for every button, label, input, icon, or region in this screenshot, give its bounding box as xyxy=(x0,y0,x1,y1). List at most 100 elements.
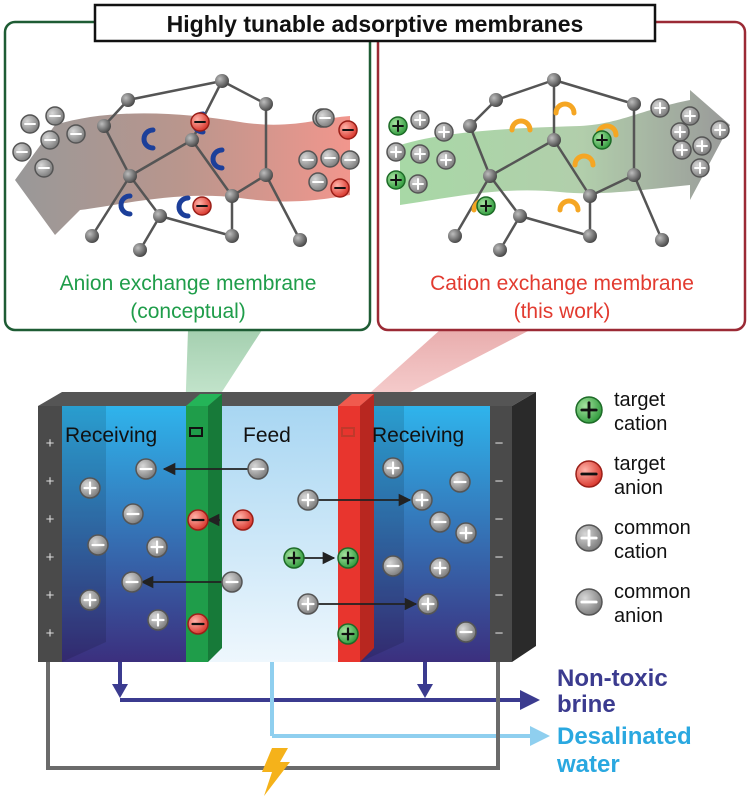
brine-label-line1: Non-toxic xyxy=(557,665,668,692)
panel-ion-right xyxy=(386,170,406,190)
electrode-sign-left: + xyxy=(46,625,55,642)
electrode-sign-right: − xyxy=(495,473,504,490)
panel-ion-left xyxy=(338,120,358,140)
panel-ion-right xyxy=(680,106,700,126)
legend: targetcationtargetanioncommoncationcommo… xyxy=(575,389,691,627)
cell-ion xyxy=(247,458,269,480)
panel-ion-left xyxy=(340,150,360,170)
panel-ion-left xyxy=(315,108,335,128)
cell-ion xyxy=(187,509,209,531)
panel-ion-left xyxy=(190,112,210,132)
anion-exchange-membrane xyxy=(186,406,208,662)
figure-title: Highly tunable adsorptive membranes xyxy=(167,11,584,37)
water-pipe xyxy=(270,662,530,738)
electrode-left xyxy=(38,406,62,662)
panel-ion-left xyxy=(192,196,212,216)
legend-label-1-line1: target xyxy=(614,453,666,475)
legend-label-3-line1: common xyxy=(614,581,691,603)
receiving-label-right: Receiving xyxy=(372,424,464,447)
receiving-label-left: Receiving xyxy=(65,424,157,447)
panel-ion-right xyxy=(650,98,670,118)
electrode-right xyxy=(490,406,512,662)
panel-ion-right xyxy=(386,142,406,162)
water-arrowhead xyxy=(530,726,550,746)
panel-ion-left xyxy=(40,130,60,150)
electrode-sign-left: + xyxy=(46,549,55,566)
legend-swatch-2 xyxy=(575,524,603,552)
cell-ion xyxy=(297,593,319,615)
cell-ion xyxy=(122,503,144,525)
lightning-bolt-icon xyxy=(262,748,290,796)
cell-ion xyxy=(382,555,404,577)
electrode-sign-right: − xyxy=(495,435,504,452)
panel-ion-right xyxy=(434,122,454,142)
panel-ion-right xyxy=(710,120,730,140)
panel-ion-right xyxy=(690,158,710,178)
cell-ion xyxy=(449,471,471,493)
right-transport-arrow xyxy=(400,90,730,205)
cell-ion xyxy=(411,489,433,511)
legend-label-2-line2: cation xyxy=(614,541,667,563)
cation-exchange-membrane xyxy=(338,406,360,662)
title-box xyxy=(93,3,657,43)
legend-label-0-line1: target xyxy=(614,389,666,411)
panel-ion-right xyxy=(692,136,712,156)
panel-ion-left xyxy=(34,158,54,178)
right-panel-label-line2: (this work) xyxy=(514,300,611,323)
electrode-sign-left: + xyxy=(46,435,55,452)
cell-ion xyxy=(337,623,359,645)
cell-ion xyxy=(232,509,254,531)
legend-swatch-0 xyxy=(575,396,603,424)
electrode-sign-left: + xyxy=(46,511,55,528)
panel-ion-right xyxy=(672,140,692,160)
panel-ion-right xyxy=(410,110,430,130)
legend-label-1-line2: anion xyxy=(614,477,663,499)
panel-ion-left xyxy=(308,172,328,192)
cell-ion xyxy=(382,457,404,479)
electrode-sign-left: + xyxy=(46,473,55,490)
electrode-sign-left: + xyxy=(46,587,55,604)
cell-ion xyxy=(429,557,451,579)
cell-ion xyxy=(121,571,143,593)
right-panel-label-line1: Cation exchange membrane xyxy=(430,272,694,295)
cell xyxy=(38,392,536,662)
cell-ion xyxy=(283,547,305,569)
feed-chamber xyxy=(208,406,338,662)
electrode-sign-right: − xyxy=(495,549,504,566)
legend-swatch-3 xyxy=(575,588,603,616)
panel-ion-left xyxy=(320,148,340,168)
electrode-sign-right: − xyxy=(495,625,504,642)
cell-ion xyxy=(297,489,319,511)
panel-ion-right xyxy=(592,130,612,150)
panel-ion-left xyxy=(330,178,350,198)
legend-swatch-1 xyxy=(575,460,603,488)
cell-ion xyxy=(79,589,101,611)
panel-ion-left xyxy=(45,106,65,126)
panel-ion-right xyxy=(408,174,428,194)
panel-ion-left xyxy=(298,150,318,170)
feed-label: Feed xyxy=(243,424,291,447)
brine-label-line2: brine xyxy=(557,691,616,718)
cell-ion xyxy=(79,477,101,499)
panel-ion-right xyxy=(476,196,496,216)
cell-ion xyxy=(187,613,209,635)
brine-arrowhead xyxy=(520,690,540,710)
cell-ion xyxy=(87,534,109,556)
brine-pipe xyxy=(118,662,520,702)
panel-ion-right xyxy=(410,144,430,164)
anion-membrane-panel xyxy=(3,20,372,332)
left-panel-label-line2: (conceptual) xyxy=(130,300,246,323)
cell-ion xyxy=(146,536,168,558)
panel-ion-left xyxy=(12,142,32,162)
panel-ion-right xyxy=(436,150,456,170)
cell-ion xyxy=(147,609,169,631)
cell-ion xyxy=(417,593,439,615)
cell-ion xyxy=(455,621,477,643)
legend-label-2-line1: common xyxy=(614,517,691,539)
legend-label-3-line2: anion xyxy=(614,605,663,627)
legend-label-0-line2: cation xyxy=(614,413,667,435)
electrode-sign-right: − xyxy=(495,511,504,528)
cell-ion xyxy=(337,547,359,569)
panel-ion-left xyxy=(20,114,40,134)
